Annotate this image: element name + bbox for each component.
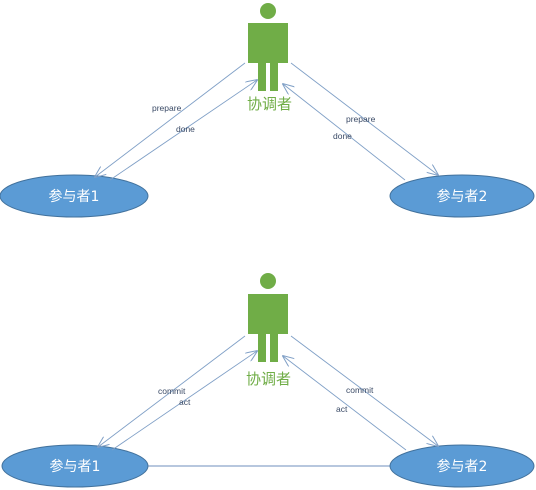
participant-2-node: 参与者2 — [389, 174, 535, 218]
coordinator-person-icon — [248, 273, 288, 362]
coordinator-person-icon — [248, 3, 288, 91]
edge-right-done: done — [283, 84, 406, 181]
edge-left-act: act — [111, 351, 257, 451]
edge-left-done: done — [109, 80, 257, 181]
svg-text:参与者1: 参与者1 — [49, 188, 100, 205]
phase-two-diagram: 协调者 参与者1 参与者2 commit act commit a — [1, 273, 535, 488]
svg-text:done: done — [333, 131, 352, 141]
svg-text:参与者1: 参与者1 — [50, 458, 101, 475]
svg-text:commit: commit — [346, 385, 374, 395]
participant-1-node: 参与者1 — [0, 174, 149, 218]
svg-text:act: act — [336, 404, 348, 414]
svg-text:协调者: 协调者 — [247, 95, 292, 113]
coordinator-label: 协调者 — [246, 370, 291, 388]
svg-text:commit: commit — [158, 386, 186, 396]
svg-text:参与者2: 参与者2 — [437, 458, 488, 475]
svg-text:参与者2: 参与者2 — [437, 188, 488, 205]
svg-text:done: done — [176, 124, 195, 134]
svg-text:act: act — [179, 397, 191, 407]
participant-1-node: 参与者1 — [1, 444, 149, 488]
participant-2-node: 参与者2 — [389, 444, 535, 488]
edge-right-commit: commit — [290, 335, 438, 446]
svg-text:prepare: prepare — [152, 103, 182, 113]
edge-right-prepare: prepare — [290, 62, 438, 175]
edge-left-commit: commit — [98, 335, 246, 447]
edge-left-prepare: prepare — [95, 62, 246, 177]
coordinator-label: 协调者 — [247, 95, 292, 113]
svg-text:协调者: 协调者 — [246, 370, 291, 388]
svg-text:prepare: prepare — [346, 114, 376, 124]
phase-one-diagram: 协调者 参与者1 参与者2 prepare done prepare done — [0, 3, 535, 218]
edge-right-act: act — [283, 356, 407, 451]
